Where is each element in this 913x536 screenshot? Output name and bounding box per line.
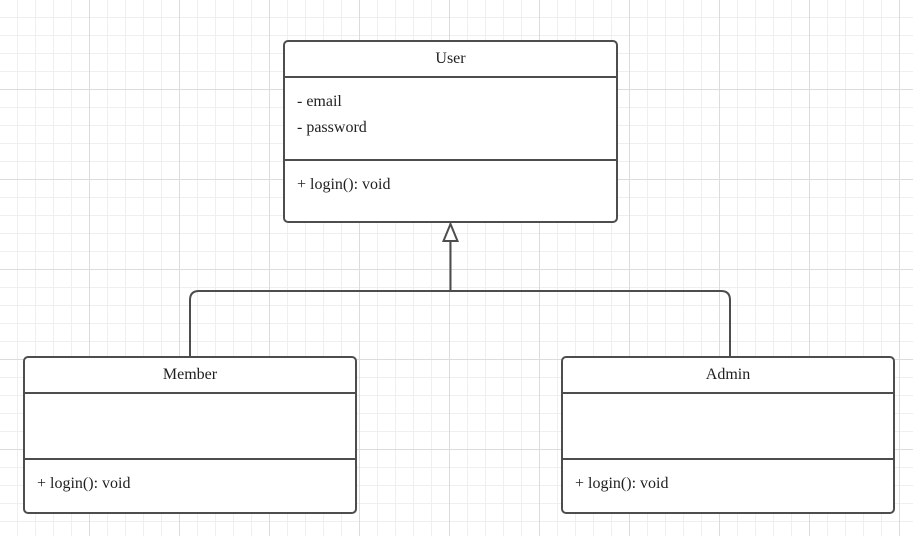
- class-admin-operations-compartment: + login(): void: [563, 460, 893, 512]
- class-member-operations-compartment: + login(): void: [25, 460, 355, 512]
- class-admin-name: Admin: [705, 366, 751, 383]
- class-admin-operation: + login(): void: [575, 475, 669, 492]
- class-member-name-compartment: Member: [25, 358, 355, 394]
- class-user-name: User: [435, 50, 466, 67]
- class-box-user[interactable]: User - email - password + login(): void: [283, 40, 618, 223]
- hollow-triangle-arrowhead-icon: [442, 221, 459, 242]
- class-user-attributes-compartment: - email - password: [285, 78, 616, 161]
- class-box-admin[interactable]: Admin + login(): void: [561, 356, 895, 514]
- class-user-operations-compartment: + login(): void: [285, 161, 616, 217]
- class-admin-attributes-compartment: [563, 394, 893, 460]
- class-member-attributes-compartment: [25, 394, 355, 460]
- class-member-operation: + login(): void: [37, 475, 131, 492]
- class-user-name-compartment: User: [285, 42, 616, 78]
- class-user-attribute: - email: [297, 93, 342, 110]
- class-member-name: Member: [162, 366, 218, 383]
- connector-branch-admin: [450, 290, 731, 357]
- class-box-member[interactable]: Member + login(): void: [23, 356, 357, 514]
- class-admin-name-compartment: Admin: [563, 358, 893, 394]
- class-user-attribute: - password: [297, 118, 367, 136]
- connector-branch-member: [189, 290, 450, 357]
- class-user-operation: + login(): void: [297, 176, 391, 193]
